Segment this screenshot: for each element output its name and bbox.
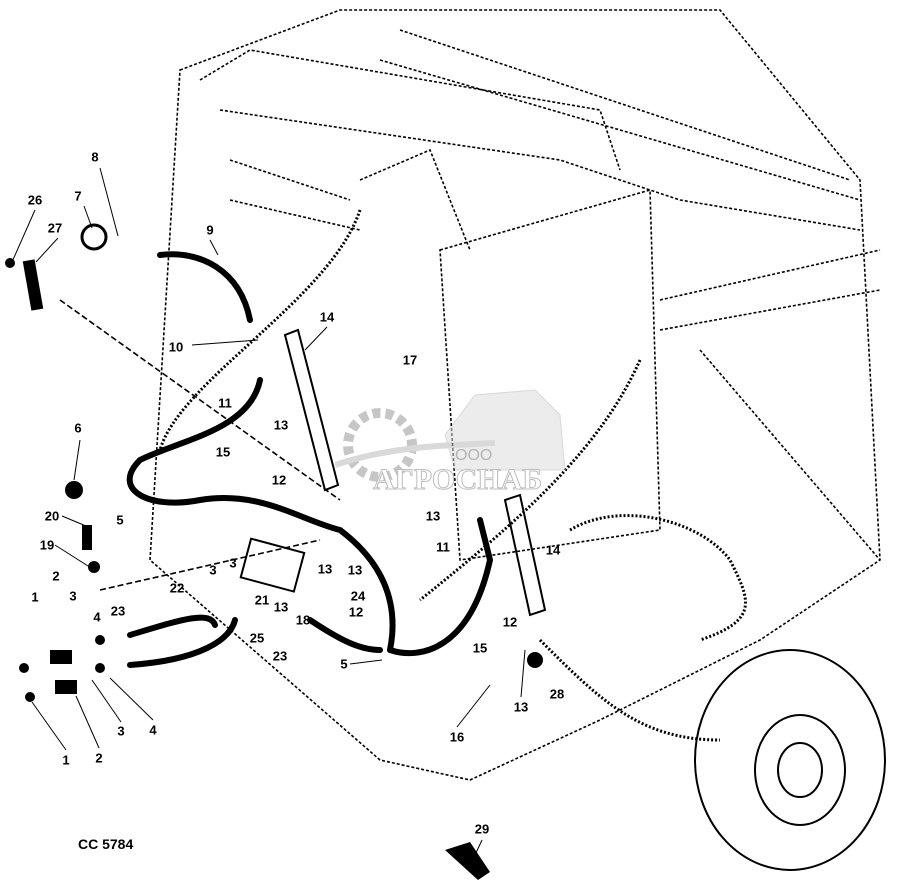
watermark-logo: ООО АГРОСНАБ — [334, 375, 575, 505]
callout: 5 — [116, 512, 124, 528]
leader-dashes — [59, 299, 341, 591]
callout: 27 — [47, 220, 63, 236]
callout: 10 — [168, 339, 184, 355]
callout: 4 — [149, 722, 157, 738]
callout: 19 — [39, 537, 55, 553]
braided-hoses — [158, 209, 747, 742]
callout: 23 — [272, 648, 288, 664]
callout: 12 — [502, 614, 518, 630]
callout: 3 — [117, 723, 125, 739]
callout: 6 — [74, 420, 82, 436]
watermark-name: АГРОСНАБ — [372, 463, 543, 497]
cylinders — [239, 328, 547, 617]
callout: 22 — [169, 580, 185, 596]
callout: 13 — [273, 599, 289, 615]
callout: 16 — [449, 729, 465, 745]
callout: 13 — [513, 699, 529, 715]
callout: 14 — [319, 309, 335, 325]
callout: 23 — [110, 603, 126, 619]
callout: 13 — [425, 508, 441, 524]
callout: 11 — [436, 539, 450, 555]
callout: 24 — [350, 588, 366, 604]
callout: 3 — [229, 555, 237, 571]
callout: 13 — [317, 561, 333, 577]
callout: 15 — [472, 640, 488, 656]
diagram-code: CC 5784 — [78, 836, 134, 852]
callout: 17 — [402, 352, 418, 368]
callout: 3 — [69, 588, 77, 604]
baler-body-outline — [149, 9, 881, 781]
callout: 14 — [545, 542, 561, 558]
wheel — [694, 649, 886, 871]
callout: 26 — [27, 192, 43, 208]
callout: 18 — [295, 612, 311, 628]
callout: 13 — [347, 562, 363, 578]
callout: 28 — [549, 686, 565, 702]
callout: 3 — [209, 562, 217, 578]
callout: 1 — [31, 589, 39, 605]
callout: 5 — [340, 656, 348, 672]
leader-lines — [11, 167, 526, 856]
callout: 20 — [44, 508, 60, 524]
callout: 15 — [215, 444, 231, 460]
gear-combine-icon — [334, 389, 566, 482]
callout: 2 — [52, 568, 60, 584]
loose-parts — [5, 223, 543, 880]
watermark-prefix: ООО — [455, 447, 493, 464]
hoses — [126, 251, 494, 668]
callout: 21 — [254, 592, 270, 608]
callout: 1 — [62, 752, 70, 768]
callout: 13 — [273, 417, 289, 433]
callout: 12 — [348, 604, 364, 620]
callout: 4 — [93, 609, 101, 625]
callout: 2 — [95, 750, 103, 766]
callout: 29 — [474, 821, 490, 837]
callout: 12 — [271, 472, 287, 488]
callout: 9 — [206, 222, 214, 238]
callout: 25 — [249, 630, 265, 646]
callout: 11 — [218, 395, 232, 411]
callout: 7 — [74, 188, 82, 204]
callout: 8 — [91, 149, 99, 165]
